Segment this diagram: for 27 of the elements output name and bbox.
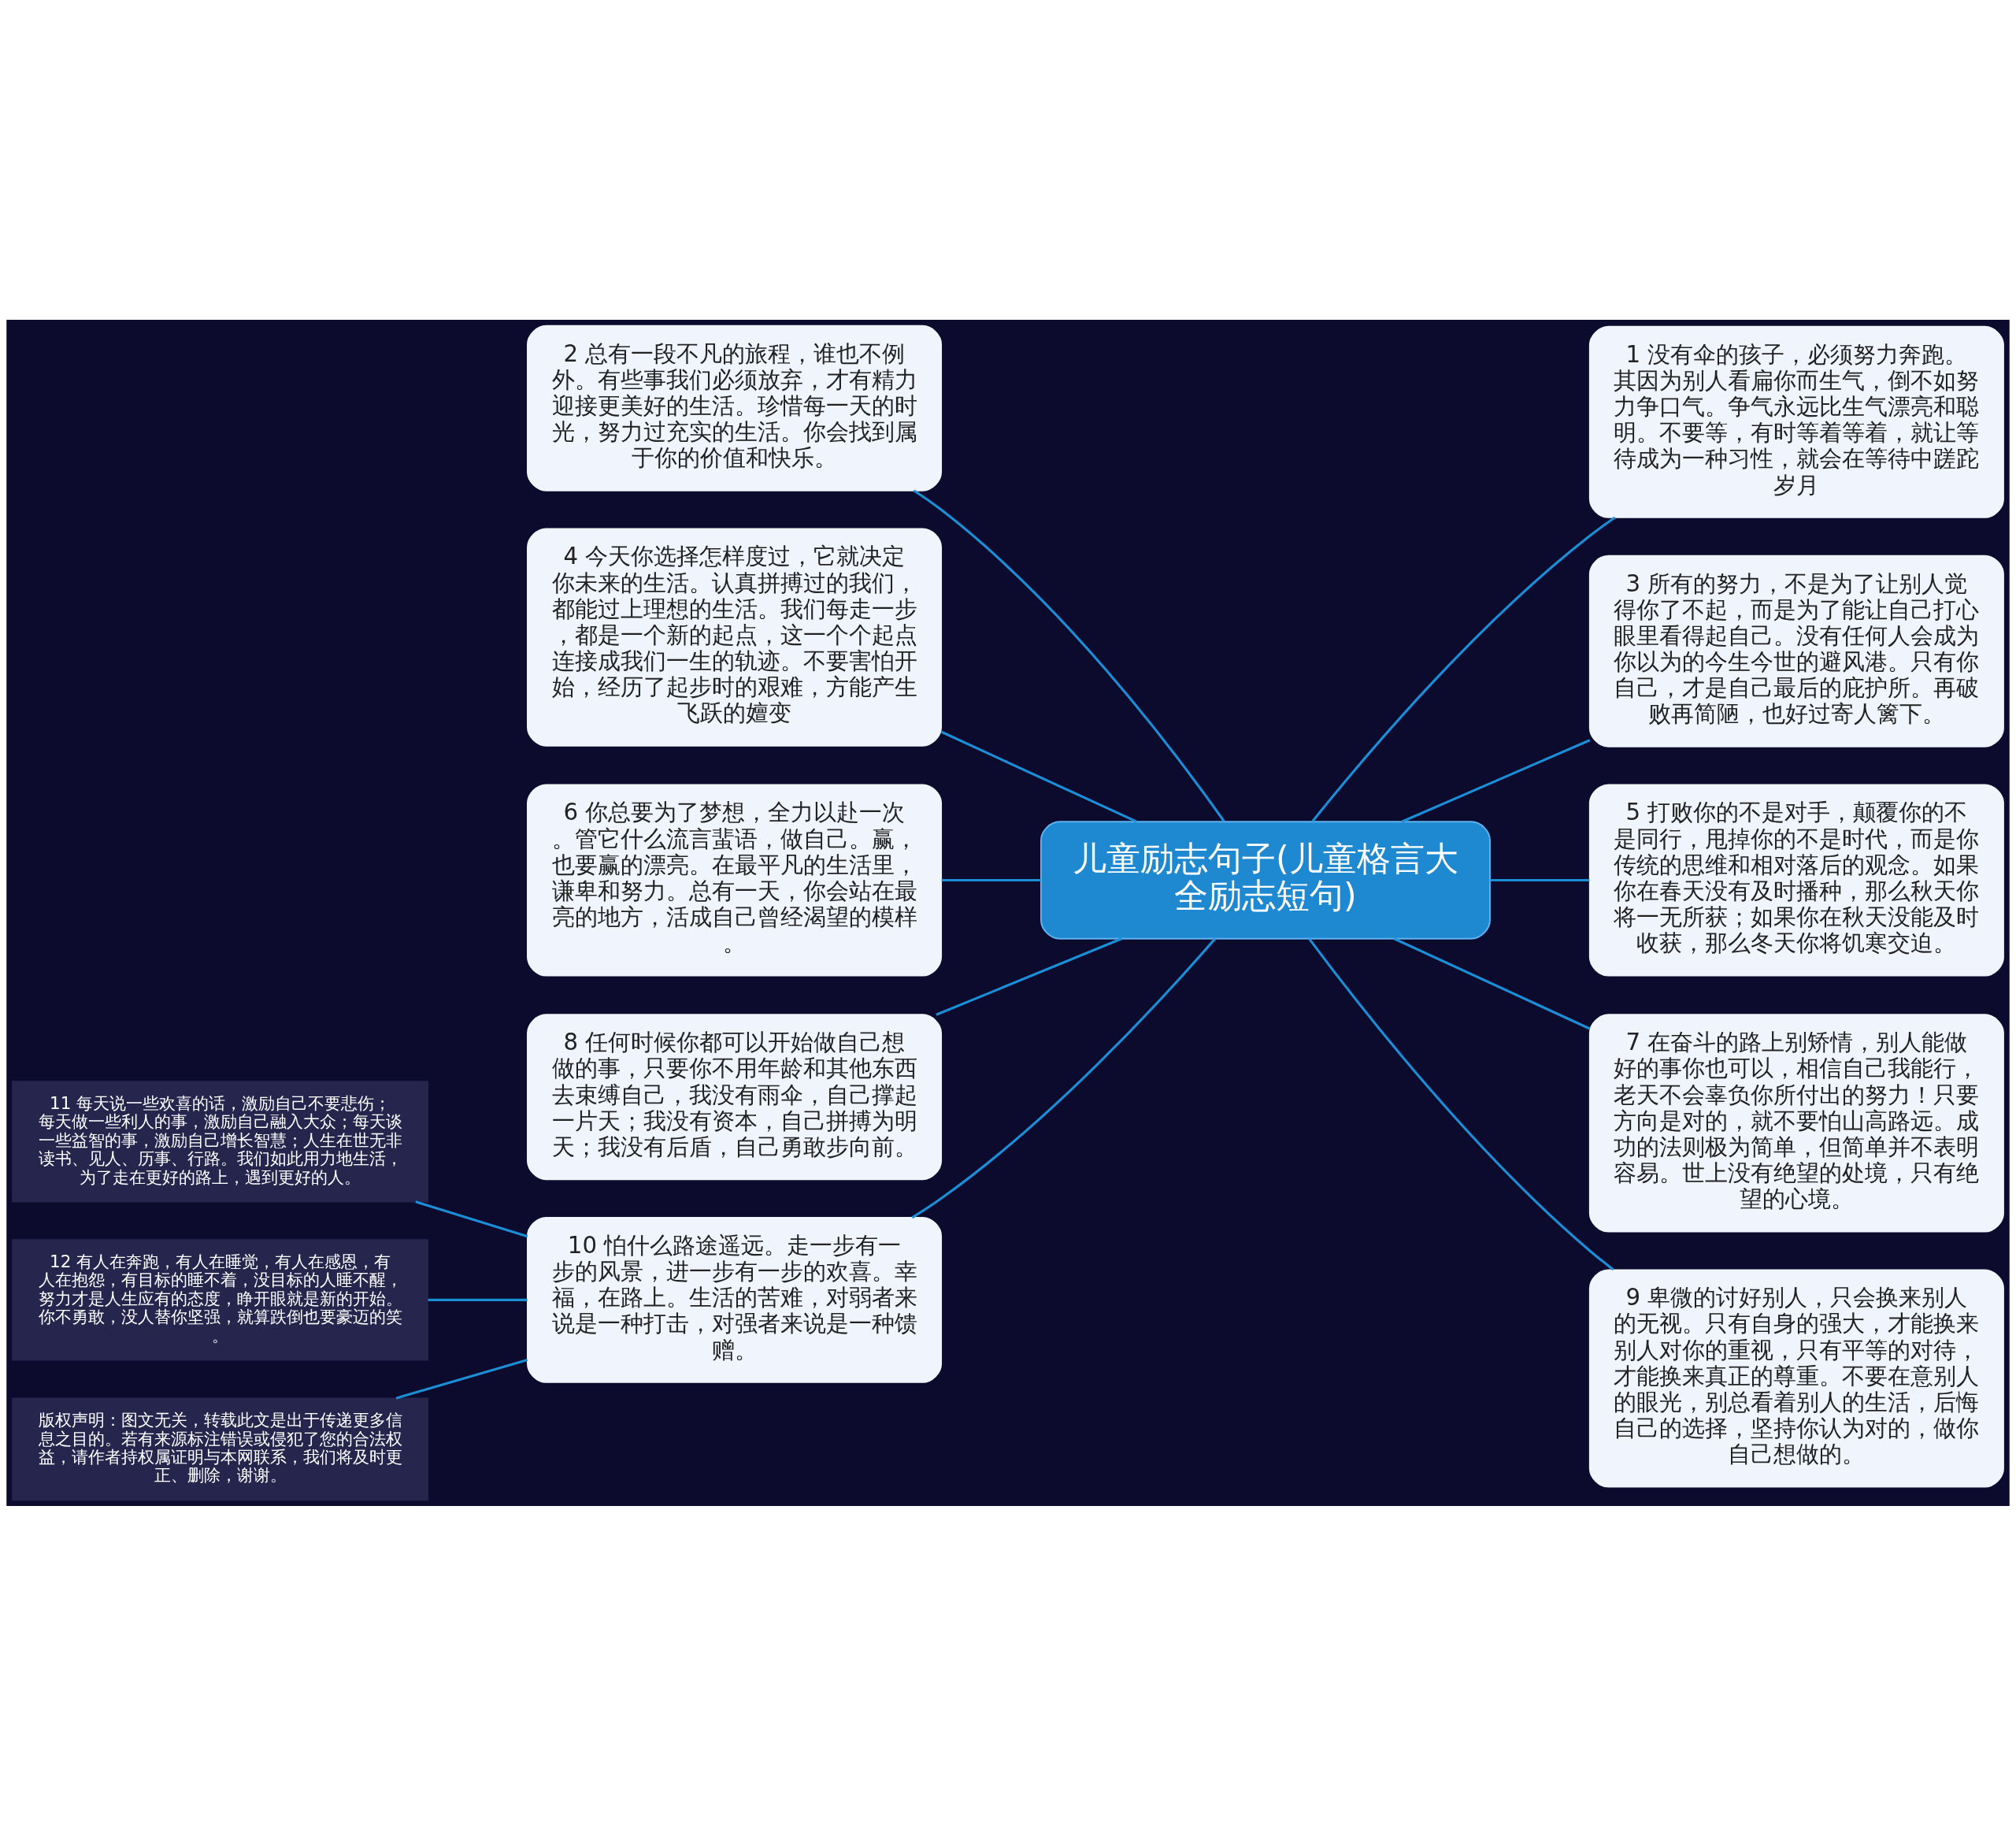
node-box: 2 总有一段不凡的旅程，谁也不例外。有些事我们必须放弃，才有精力迎接更美好的生活。珍惜每一天的时光，努力过充实的生活。你会找到属于你的价值和快乐。 — [527, 325, 943, 491]
connector — [941, 878, 1041, 881]
node-box: 8 任何时候你都可以开始做自己想做的事，只要你不用年龄和其他东西去束缚自己，我没有雨伞，自己撑起一片天；我没有资本，自己拼搏为明天；我没有后盾，自己勇敢步向前。 — [527, 1013, 943, 1180]
node-box: 10 怕什么路途遥远。走一步有一步的风景，进一步有一步的欢喜。幸福，在路上。生活的苦难，对弱者来说是一种打击，对强者来说是一种馈赠。 — [527, 1216, 943, 1383]
connector — [395, 1358, 528, 1400]
connector — [911, 937, 1216, 1219]
node-box: 3 所有的努力，不是为了让别人觉得你了不起，而是为了能让自己打心眼里看得起自己。没有任何人会成为你以为的今生今世的避风港。只有你自己，才是自己最后的庇护所。再破败再简陋，也好过寄人篱下。 — [1588, 555, 2004, 747]
connector — [1308, 937, 1614, 1270]
node-box: 6 你总要为了梦想，全力以赴一次。管它什么流言蜚语，做自己。赢，也要赢的漂亮。在最平凡的生活里，谦卑和努力。总有一天，你会站在最亮的地方，活成自己曾经渴望的模样。 — [527, 784, 943, 977]
node-box: 9 卑微的讨好别人，只会换来别人的无视。只有自身的强大，才能换来别人对你的重视，只有平等的对待，才能换来真正的尊重。不要在意别人的眼光，别总看着别人的生活，后悔自己的选择，坚持你认为对的，做你自己想做的。 — [1588, 1268, 2004, 1488]
node-box: 11 每天说一些欢喜的话，激励自己不要悲伤；每天做一些利人的事，激励自己融入大众；每天谈一些益智的事，激励自己增长智慧；人生在世无非读书、见人、历事、行路。我们如此用力地生活，为了走在更好的路上，遇到更好的人。 — [12, 1080, 429, 1202]
node-box: 7 在奋斗的路上别矫情，别人能做好的事你也可以，相信自己我能行，老天不会辜负你所付出的努力！只要方向是对的，就不要怕山高路远。成功的法则极为简单，但简单并不表明容易。世上没有绝望的处境，只有绝望的心境。 — [1588, 1013, 2004, 1233]
node-box: 12 有人在奔跑，有人在睡觉，有人在感恩，有人在抱怨，有目标的睡不着，没目标的人睡不醒，努力才是人生应有的态度，睁开眼就是新的开始。你不勇敢，没人替你坚强，就算跌倒也要豪迈的笑。 — [12, 1238, 429, 1361]
connector — [913, 488, 1225, 822]
node-box: 5 打败你的不是对手，颠覆你的不是同行，甩掉你的不是时代，而是你传统的思维和相对落后的观念。如果你在春天没有及时播种，那么秋天你将一无所获；如果你在秋天没能及时收获，那么冬天你将饥寒交迫。 — [1588, 784, 2004, 977]
connector — [1402, 738, 1591, 822]
connector — [1490, 878, 1590, 881]
connector — [936, 937, 1122, 1016]
connector — [428, 1298, 528, 1301]
node-box: 4 今天你选择怎样度过，它就决定你未来的生活。认真拼搏过的我们，都能过上理想的生活。我们每走一步，都是一个新的起点，这一个个起点连接成我们一生的轨迹。不要害怕开始，经历了起步时的艰难，方能产生飞跃的嬗变 — [527, 528, 943, 747]
node-box: 1 没有伞的孩子，必须努力奔跑。其因为别人看扁你而生气，倒不如努力争口气。争气永远比生气漂亮和聪明。不要等，有时等着等着，就让等待成为一种习性，就会在等待中蹉跎岁月 — [1588, 325, 2004, 518]
connector — [1393, 937, 1591, 1029]
connector — [1311, 516, 1616, 822]
connector — [941, 730, 1137, 823]
node-box: 儿童励志句子(儿童格言大全励志短句) — [1040, 820, 1491, 940]
node-box: 版权声明：图文无关，转载此文是出于传递更多信息之目的。若有来源标注错误或侵犯了您的合法权益，请作者持权属证明与本网联系，我们将及时更正、删除，谢谢。 — [12, 1397, 429, 1500]
connector — [415, 1200, 528, 1237]
